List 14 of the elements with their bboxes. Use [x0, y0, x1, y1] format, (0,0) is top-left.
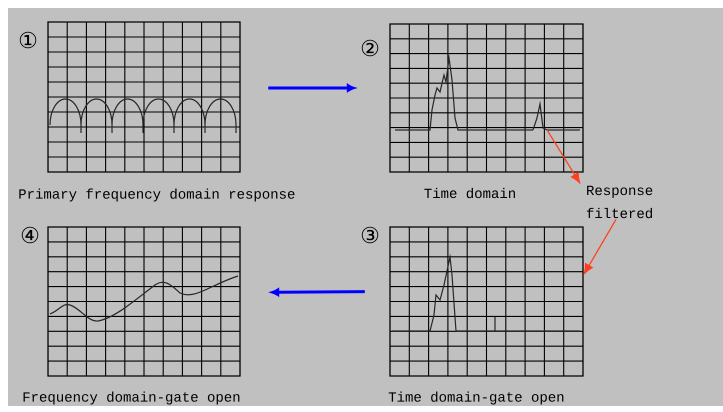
panel-label: Frequency domain-gate open: [24, 391, 240, 404]
arrow: [584, 219, 617, 274]
note: Response filtered: [586, 186, 652, 218]
panel-label: Primary frequency domain response: [19, 188, 294, 202]
step-number: ②: [362, 40, 378, 56]
panel-label: Time domain-gate open: [388, 391, 564, 404]
step-number: ④: [22, 226, 38, 244]
step-number: ①: [20, 32, 36, 48]
arrow: [546, 130, 580, 184]
panel-label: Time domain: [424, 188, 515, 198]
peak-trace: [532, 100, 548, 131]
arrow: [270, 288, 365, 296]
arrow: [268, 84, 356, 92]
step-number: ③: [362, 226, 378, 244]
